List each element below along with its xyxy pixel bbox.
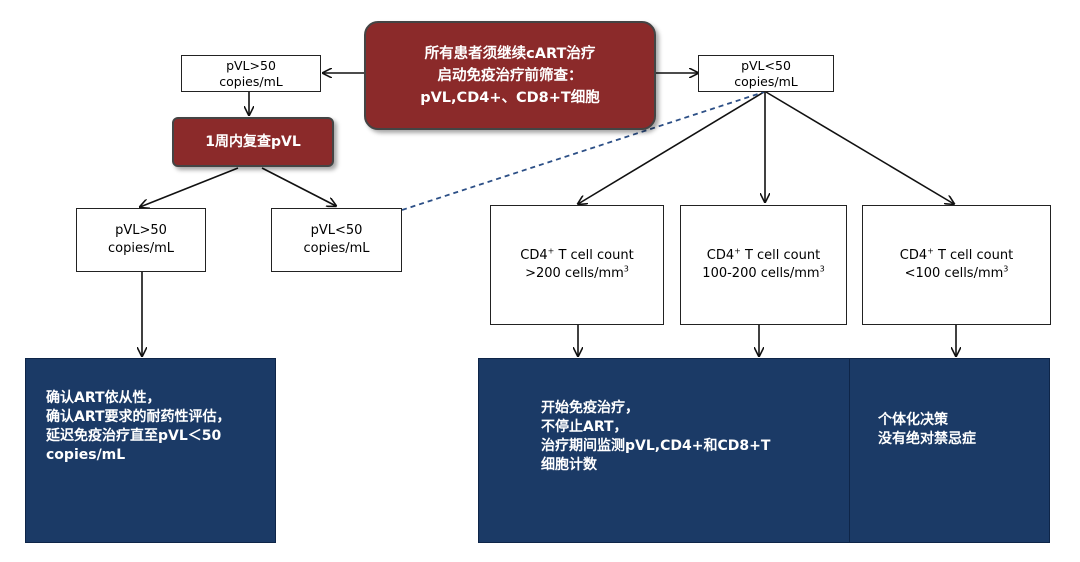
outcome-start-text: 开始免疫治疗， 不停止ART， 治疗期间监测pVL,CD4+和CD8+T 细胞计…	[541, 400, 771, 473]
dashed-link-low-to-right	[401, 91, 765, 211]
second-low-pvl-box: pVL<50 copies/mL	[271, 208, 402, 272]
arrow-recheck-to-low	[261, 167, 336, 206]
recheck-pvl-box: 1周内复查pVL	[172, 117, 334, 167]
cd4-box-100-200: CD4+ T cell count 100-200 cells/mm3	[680, 205, 847, 325]
second-high-pvl-box: pVL>50 copies/mL	[76, 208, 206, 272]
cd4-label: CD4	[706, 248, 735, 263]
arrow-right-to-cd4-3	[765, 91, 954, 204]
cd4-label-rest: T cell count	[740, 248, 821, 263]
cd4-sup: +	[547, 246, 555, 256]
screening-title-box: 所有患者须继续cART治疗 启动免疫治疗前筛查： pVL,CD4+、CD8+T细…	[364, 21, 656, 130]
cd4-range: >200 cells/mm	[525, 266, 624, 281]
outcome-individual-text: 个体化决策 没有绝对禁忌症	[878, 412, 976, 447]
cd4-sup: +	[927, 246, 934, 256]
cd4-unit-sup: 3	[819, 264, 825, 274]
cd4-label: CD4	[899, 248, 928, 263]
cd4-unit-sup: 3	[623, 264, 629, 274]
cd4-unit-sup: 3	[1003, 264, 1009, 274]
top-left-pvl-box: pVL>50 copies/mL	[181, 55, 321, 92]
cd4-box-above-200: CD4+ T cell count >200 cells/mm3	[490, 205, 664, 325]
top-right-pvl-box: pVL<50 copies/mL	[698, 55, 834, 92]
outcome-individual-decision: 个体化决策 没有绝对禁忌症	[849, 358, 1050, 543]
cd4-sup: +	[734, 246, 741, 256]
outcome-start-therapy: 开始免疫治疗， 不停止ART， 治疗期间监测pVL,CD4+和CD8+T 细胞计…	[478, 358, 850, 543]
cd4-label-rest: T cell count	[554, 248, 634, 263]
cd4-range: <100 cells/mm	[904, 266, 1004, 281]
cd4-label: CD4	[520, 248, 548, 263]
outcome-delay-therapy: 确认ART依从性， 确认ART要求的耐药性评估， 延迟免疫治疗直至pVL＜50 …	[25, 358, 276, 543]
cd4-box-below-100: CD4+ T cell count <100 cells/mm3	[862, 205, 1051, 325]
cd4-range: 100-200 cells/mm	[702, 266, 820, 281]
cd4-label-rest: T cell count	[933, 248, 1014, 263]
arrow-right-to-cd4-1	[578, 91, 765, 204]
arrow-recheck-to-high	[140, 167, 239, 207]
outcome-delay-text: 确认ART依从性， 确认ART要求的耐药性评估， 延迟免疫治疗直至pVL＜50 …	[46, 390, 231, 463]
